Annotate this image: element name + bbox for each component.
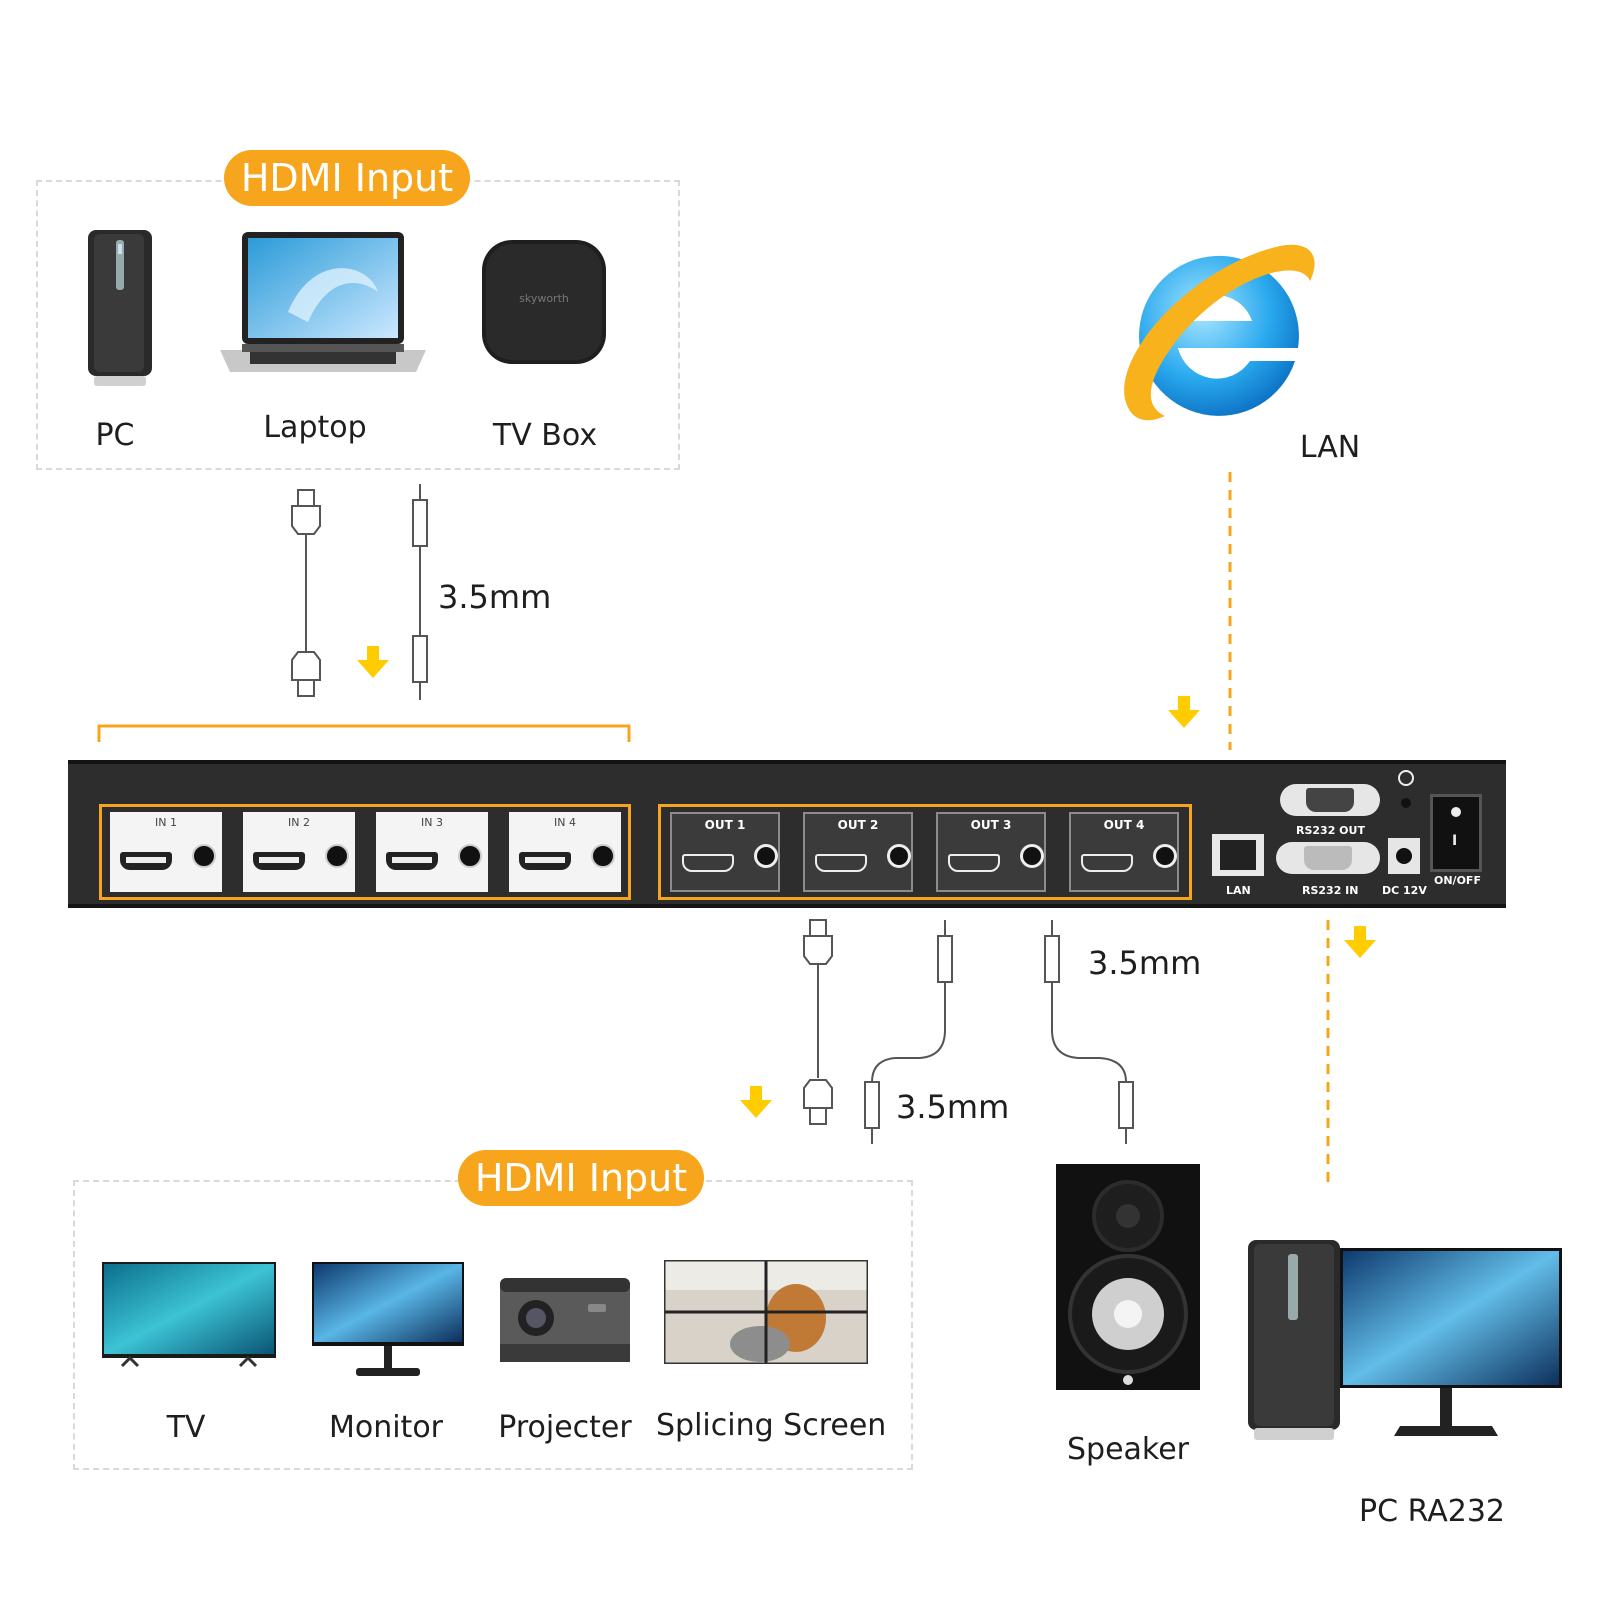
hdmi-out-port-1[interactable]: OUT 1 xyxy=(670,812,780,892)
tv-icon xyxy=(102,1262,276,1372)
lan-label: LAN xyxy=(1299,430,1361,465)
dc-power-jack[interactable] xyxy=(1388,838,1420,874)
audio-jack-icon xyxy=(1020,844,1044,868)
hdmi-socket-icon xyxy=(253,852,305,870)
dc-socket-icon xyxy=(1396,848,1412,864)
laptop-icon xyxy=(218,232,428,382)
monitor-icon xyxy=(312,1262,464,1380)
audio-size-label-top: 3.5mm xyxy=(438,578,552,616)
switch-on-dot xyxy=(1451,807,1461,817)
hdmi-in-port-4[interactable]: IN 4 xyxy=(509,812,621,892)
down-arrows xyxy=(357,646,1376,1118)
audio-jack-icon xyxy=(1153,844,1177,868)
input-ports-frame xyxy=(99,804,631,900)
indicator-dot xyxy=(1401,798,1411,808)
in-port-label: IN 3 xyxy=(421,816,443,829)
ground-screw-icon xyxy=(1398,770,1414,786)
audio-jack-icon xyxy=(754,844,778,868)
hdmi-socket-icon xyxy=(519,852,571,870)
video-wall-icon xyxy=(662,1258,870,1366)
pc-rs232-label: PC RA232 xyxy=(1359,1494,1505,1529)
in-port-label: IN 4 xyxy=(554,816,576,829)
ethernet-socket-icon xyxy=(1220,840,1256,870)
hdmi-socket-icon xyxy=(1081,854,1133,872)
tv-box-icon: skyworth xyxy=(480,238,608,366)
projector-label: Projecter xyxy=(498,1410,632,1445)
hdmi-out-port-2[interactable]: OUT 2 xyxy=(803,812,913,892)
hdmi-cable-bottom xyxy=(803,919,833,1125)
hdmi-input-badge-bottom: HDMI Input xyxy=(458,1150,704,1206)
hdmi-socket-icon xyxy=(386,852,438,870)
pc-tower-icon xyxy=(80,226,160,396)
hdmi-in-port-2[interactable]: IN 2 xyxy=(243,812,355,892)
audio-cable-bottom-2 xyxy=(1044,920,1134,1144)
audio-jack-icon xyxy=(591,844,615,868)
hdmi-in-port-3[interactable]: IN 3 xyxy=(376,812,488,892)
lan-port-label: LAN xyxy=(1226,884,1251,897)
audio-cable-top xyxy=(412,484,428,700)
in-port-label: IN 2 xyxy=(288,816,310,829)
tv-label: TV xyxy=(166,1410,206,1445)
monitor-label: Monitor xyxy=(328,1410,444,1445)
audio-size-label-bottom-2: 3.5mm xyxy=(1088,944,1202,982)
hdmi-socket-icon xyxy=(120,852,172,870)
tvbox-brand: skyworth xyxy=(519,292,569,305)
lan-port[interactable] xyxy=(1212,834,1264,876)
out-port-label: OUT 4 xyxy=(1103,818,1145,832)
audio-jack-icon xyxy=(192,844,216,868)
hdmi-out-port-4[interactable]: OUT 4 xyxy=(1069,812,1179,892)
hdmi-in-port-1[interactable]: IN 1 xyxy=(110,812,222,892)
pc-label: PC xyxy=(95,418,135,453)
hdmi-input-badge-top: HDMI Input xyxy=(224,150,470,206)
out-port-label: OUT 1 xyxy=(704,818,746,832)
tv-box-label: TV Box xyxy=(492,418,598,453)
out-port-label: OUT 2 xyxy=(837,818,879,832)
speaker-label: Speaker xyxy=(1066,1432,1190,1467)
db9-socket-icon xyxy=(1304,846,1352,870)
hdmi-cable-top xyxy=(291,489,321,697)
projector-icon xyxy=(500,1274,630,1370)
hdmi-socket-icon xyxy=(682,854,734,872)
db9-socket-icon xyxy=(1306,788,1354,812)
splicing-screen-label: Splicing Screen xyxy=(656,1408,887,1443)
in-port-label: IN 1 xyxy=(155,816,177,829)
rs232-out-port[interactable] xyxy=(1280,784,1380,816)
hdmi-socket-icon xyxy=(948,854,1000,872)
out-port-label: OUT 3 xyxy=(970,818,1012,832)
rs232-in-label: RS232 IN xyxy=(1302,884,1359,897)
dc-label: DC 12V xyxy=(1382,884,1427,897)
audio-jack-icon xyxy=(458,844,482,868)
switch-mark: I xyxy=(1452,833,1458,849)
rs232-in-port[interactable] xyxy=(1276,842,1380,874)
power-label: ON/OFF xyxy=(1434,874,1481,887)
hdmi-out-port-3[interactable]: OUT 3 xyxy=(936,812,1046,892)
audio-cable-bottom-1 xyxy=(864,920,953,1144)
output-ports-frame xyxy=(658,804,1192,900)
audio-jack-icon xyxy=(325,844,349,868)
hdmi-socket-icon xyxy=(815,854,867,872)
rs232-out-label: RS232 OUT xyxy=(1296,824,1365,837)
speaker-icon xyxy=(1056,1164,1200,1390)
desktop-pc-icon xyxy=(1244,1236,1566,1446)
power-switch[interactable]: I xyxy=(1430,794,1482,872)
laptop-label: Laptop xyxy=(263,410,367,445)
internet-explorer-icon xyxy=(1110,226,1320,436)
audio-jack-icon xyxy=(887,844,911,868)
audio-size-label-bottom-1: 3.5mm xyxy=(896,1088,1010,1126)
